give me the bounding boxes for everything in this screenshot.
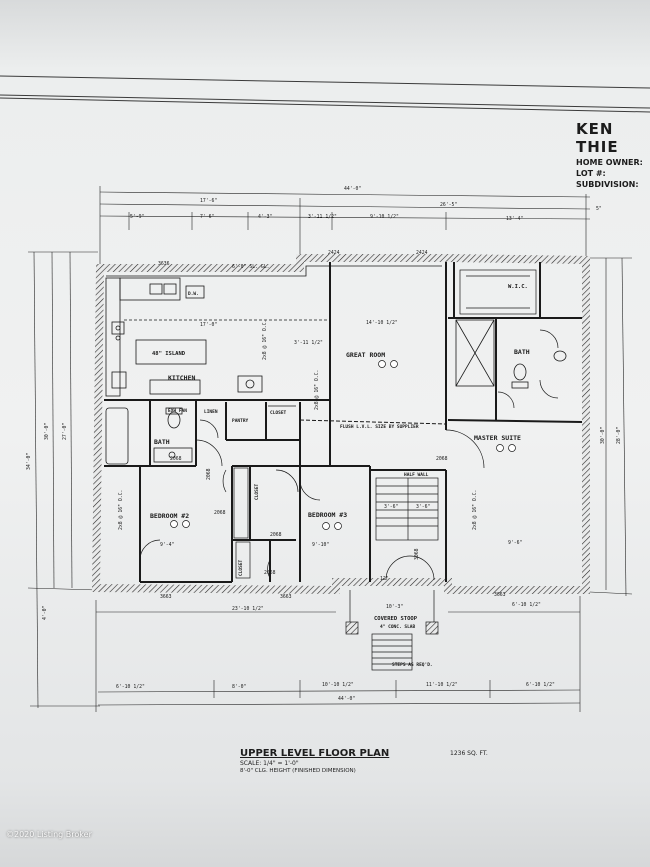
dim-left-sub-2: 27'-0" bbox=[62, 423, 68, 440]
title-block: KEN THIE HOME OWNER: LOT #: SUBDIVISION: bbox=[576, 120, 650, 189]
dim-bottom-right-width: 6'-10 1/2" bbox=[512, 602, 541, 608]
label-master-bath: BATH bbox=[514, 348, 530, 356]
label-master-suite: MASTER SUITE bbox=[474, 434, 521, 442]
dim-bottom-overall: 44'-0" bbox=[338, 696, 355, 702]
label-hall-closet: CLOSET bbox=[270, 410, 287, 416]
room-labels: KITCHEN 48" ISLAND GREAT ROOM MASTER SUI… bbox=[150, 284, 530, 668]
dim-bottom-seg-2: 8'-0" bbox=[232, 684, 247, 690]
dim-bedroom-3-width: 9'-10" bbox=[312, 542, 329, 548]
dim-window-2424-a: 2424 bbox=[328, 250, 340, 256]
dim-door-2068-e: 2068 bbox=[264, 570, 276, 576]
dim-door-2068-c: 2068 bbox=[214, 510, 226, 516]
dim-joist-d: 2x8 @ 16" O.C. bbox=[262, 320, 268, 360]
dim-stoop-width: 10'-3" bbox=[386, 604, 403, 610]
plan-area: 1236 SQ. FT. bbox=[450, 750, 488, 757]
exterior-walls bbox=[91, 254, 590, 595]
dim-left-sub: 30'-0" bbox=[44, 423, 50, 440]
label-bedroom-2: BEDROOM #2 bbox=[150, 512, 189, 520]
label-covered-stoop: COVERED STOOP bbox=[374, 616, 418, 622]
dim-left-overall: 34'-0" bbox=[26, 453, 32, 470]
title-block-subdivision: SUBDIVISION: bbox=[576, 180, 639, 189]
dim-great-width: 14'-10 1/2" bbox=[366, 320, 398, 326]
dim-window-2424-b: 2424 bbox=[416, 250, 428, 256]
bath-fixtures bbox=[105, 319, 567, 465]
dim-door-2068-d: 2068 bbox=[270, 532, 282, 538]
title-block-lot: LOT #: bbox=[576, 169, 606, 178]
label-kitchen: KITCHEN bbox=[168, 374, 195, 382]
dim-bottom-seg-4: 11'-10 1/2" bbox=[426, 682, 458, 688]
dim-top-right: 26'-5" bbox=[440, 202, 457, 208]
plan-title: UPPER LEVEL FLOOR PLAN bbox=[240, 748, 390, 759]
label-bed2-closet: CLOSET bbox=[254, 483, 260, 500]
closets bbox=[233, 269, 537, 579]
dim-top-far-right: 5" bbox=[596, 206, 602, 212]
dim-bottom-seg-1: 6'-10 1/2" bbox=[116, 684, 145, 690]
dim-master-width: 9'-6" bbox=[508, 540, 523, 546]
sheet-border-lines bbox=[0, 75, 650, 113]
label-great-room: GREAT ROOM bbox=[346, 351, 385, 359]
dim-seg-3: 4'-3" bbox=[258, 214, 273, 220]
plan-scale: SCALE: 1/4" = 1'-0" bbox=[240, 760, 299, 767]
dim-stair-a: 3'-6" bbox=[384, 504, 399, 510]
ceiling-fixtures bbox=[170, 360, 516, 530]
dim-bottom-left-width: 23'-10 1/2" bbox=[232, 606, 264, 612]
dimension-lines bbox=[27, 186, 633, 712]
dimension-labels: 44'-0" 17'-6" 26'-5" 5" 5'-9" 7'-6" 4'-3… bbox=[26, 186, 622, 702]
dim-window-3636: 3636 bbox=[158, 261, 170, 267]
label-exh-fan: EXH FAN bbox=[168, 408, 187, 414]
dim-bedroom-2-width: 9'-4" bbox=[160, 542, 175, 548]
dim-left-stoop: 4'-0" bbox=[42, 605, 48, 620]
label-bath: BATH bbox=[154, 438, 170, 446]
dim-joist-b: 2x8 @ 16" O.C. bbox=[314, 370, 320, 410]
dim-window-3663-c: 3663 bbox=[494, 592, 506, 598]
label-half-wall: HALF WALL bbox=[404, 472, 429, 478]
door-swings bbox=[139, 329, 559, 581]
label-flush-lvl: FLUSH L.V.L. SIZE BY SUPPLIER bbox=[340, 424, 419, 430]
dim-door-2068-f: 2068 bbox=[436, 456, 448, 462]
label-bedroom-3: BEDROOM #3 bbox=[308, 511, 347, 519]
dim-seg-1: 5'-9" bbox=[130, 214, 145, 220]
dim-window-3663-a: 3663 bbox=[160, 594, 172, 600]
plan-ceiling-note: 8'-0" CLG. HEIGHT (FINISHED DIMENSION) bbox=[240, 768, 356, 774]
dim-stair-run: 12" bbox=[380, 576, 389, 582]
dim-joist-c: 2x8 @ 16" O.C. bbox=[472, 490, 478, 530]
title-block-home-owner: HOME OWNER: bbox=[576, 158, 643, 167]
dim-right-overall: 30'-0" bbox=[600, 427, 606, 444]
dim-bottom-seg-5: 6'-10 1/2" bbox=[526, 682, 555, 688]
interior-walls bbox=[104, 262, 583, 583]
dim-overall-top: 44'-0" bbox=[344, 186, 361, 192]
dim-seg-6: 13'-4" bbox=[506, 216, 523, 222]
label-conc-slab: 4" CONC. SLAB bbox=[380, 624, 416, 630]
dim-joist-a: 2x8 @ 16" O.C. bbox=[118, 490, 124, 530]
stairs bbox=[375, 477, 439, 541]
dim-seg-2: 7'-6" bbox=[200, 214, 215, 220]
dim-door-2068-b: 2068 bbox=[206, 468, 212, 480]
label-bed3-closet: CLOSET bbox=[238, 559, 244, 576]
dim-seg-5: 9'-10 1/2" bbox=[370, 214, 399, 220]
label-island: 48" ISLAND bbox=[152, 351, 186, 357]
covered-stoop bbox=[345, 590, 439, 671]
title-block-name: KEN THIE bbox=[576, 120, 619, 156]
label-dw: D.W. bbox=[188, 291, 199, 297]
label-wic: W.I.C. bbox=[508, 284, 528, 290]
kitchen-fixtures bbox=[105, 277, 330, 397]
dim-door-2068-a: 2068 bbox=[170, 456, 182, 462]
dim-kitchen-width: 17'-0" bbox=[200, 322, 217, 328]
dim-right-sub: 28'-0" bbox=[616, 427, 622, 444]
label-linen: LINEN bbox=[204, 409, 218, 415]
listing-watermark: ©2020 Listing Broker bbox=[6, 830, 92, 839]
dim-sl-gl: 6'-0" SL. GL. bbox=[232, 264, 270, 270]
label-pantry: PANTRY bbox=[232, 418, 249, 424]
dim-window-3663-b: 3663 bbox=[280, 594, 292, 600]
dim-top-left: 17'-6" bbox=[200, 198, 217, 204]
label-steps: STEPS AS REQ'D. bbox=[392, 662, 433, 668]
dim-door-3068: 3068 bbox=[414, 548, 420, 560]
dim-seg-4: 3'-11 1/2" bbox=[308, 214, 337, 220]
dim-stair-b: 3'-6" bbox=[416, 504, 431, 510]
dim-bottom-seg-3: 10'-10 1/2" bbox=[322, 682, 354, 688]
dim-kitchen-width-2: 3'-11 1/2" bbox=[294, 340, 323, 346]
